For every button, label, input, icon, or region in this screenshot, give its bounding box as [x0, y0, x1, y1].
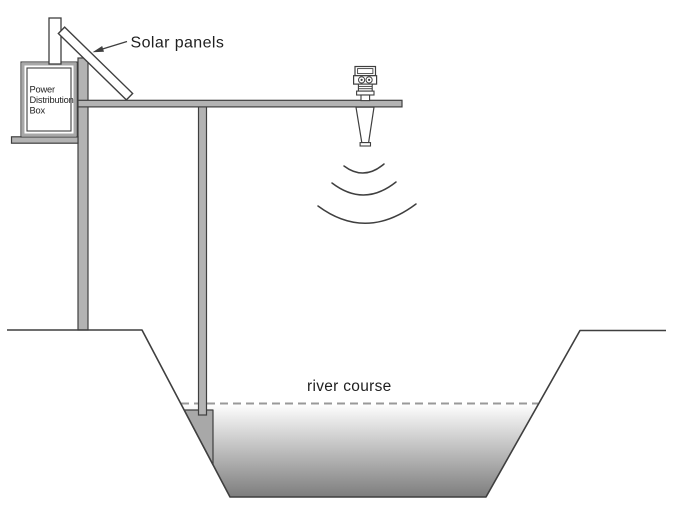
- radar-waves: [317, 163, 417, 224]
- radar-wave-arc-2: [331, 181, 397, 196]
- sensor-flange: [356, 90, 375, 96]
- sensor-dial-left-dot: [360, 78, 363, 81]
- solar-panels-label: Solar panels: [131, 35, 225, 52]
- solar-panel: [57, 26, 134, 101]
- radar-wave-arc-1: [343, 163, 385, 174]
- mast-pole: [77, 57, 89, 331]
- power-distribution-box: Power Distribution Box: [20, 61, 78, 138]
- river-bank-outline: [7, 329, 666, 498]
- solar-panels-arrow-line: [102, 40, 128, 50]
- mounting-bracket: [10, 136, 79, 144]
- river-course-label: river course: [307, 378, 392, 395]
- panel-support-pole: [48, 17, 62, 65]
- horizontal-beam: [77, 99, 403, 108]
- solar-panels-arrowhead: [92, 46, 104, 53]
- sensor-horn-lip: [359, 142, 372, 147]
- sensor-support-pole: [197, 105, 208, 416]
- sensor-stem: [360, 94, 371, 102]
- sensor-horn-antenna: [355, 106, 375, 144]
- sensor-display-window: [357, 68, 374, 75]
- power-box-inner-panel: [26, 67, 72, 132]
- power-box-label-line2: Distribution: [30, 95, 74, 105]
- solar-panels-callout: Solar panels: [92, 35, 225, 53]
- river-water: [181, 404, 538, 497]
- sensor-neck: [357, 83, 373, 92]
- sensor-dial-right-dot: [368, 78, 371, 81]
- radar-wave-arc-3: [317, 203, 417, 224]
- power-box-label-line1: Power: [30, 84, 55, 94]
- radar-level-sensor: [353, 65, 378, 147]
- power-box-label-line3: Box: [30, 105, 46, 115]
